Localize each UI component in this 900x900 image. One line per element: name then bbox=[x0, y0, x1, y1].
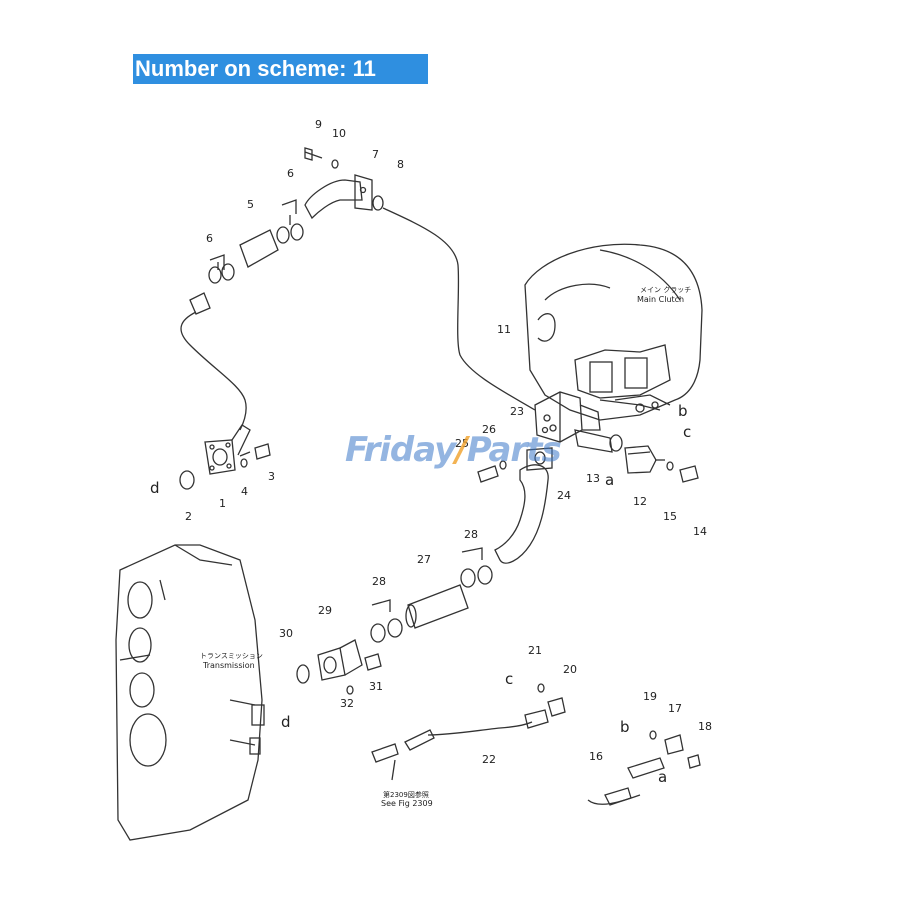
transmission-label-en: Transmission bbox=[202, 661, 255, 670]
part-label-17: 17 bbox=[668, 702, 682, 715]
part-label-14: 14 bbox=[693, 525, 707, 538]
part-label-3: 3 bbox=[268, 470, 275, 483]
see-fig-label-en: See Fig 2309 bbox=[381, 799, 433, 808]
part-label-25: 25 bbox=[455, 437, 469, 450]
conn-c-lower: c bbox=[505, 670, 513, 688]
watermark-right: Parts bbox=[466, 430, 562, 470]
conn-d-lower: d bbox=[281, 713, 291, 731]
part-label-12: 12 bbox=[633, 495, 647, 508]
watermark-left: Friday bbox=[345, 430, 456, 470]
part-label-16: 16 bbox=[589, 750, 603, 763]
part-label-31: 31 bbox=[369, 680, 383, 693]
part-label-22: 22 bbox=[482, 753, 496, 766]
part-label-27: 27 bbox=[417, 553, 431, 566]
part-label-15: 15 bbox=[663, 510, 677, 523]
scheme-number-banner: Number on scheme: 11 bbox=[133, 54, 428, 84]
watermark-slash: / bbox=[455, 430, 467, 470]
part-label-10: 10 bbox=[332, 127, 346, 140]
part-label-26: 26 bbox=[482, 423, 496, 436]
part-label-8: 8 bbox=[397, 158, 404, 171]
part-label-2: 2 bbox=[185, 510, 192, 523]
part-number-labels: 1 2 3 4 5 6 6 7 8 9 10 11 12 13 14 15 16… bbox=[185, 118, 712, 766]
connection-labels: d d a a b b c c bbox=[150, 402, 691, 786]
part-label-9: 9 bbox=[315, 118, 322, 131]
part-label-23: 23 bbox=[510, 405, 524, 418]
conn-a-upper: a bbox=[605, 471, 614, 489]
part-label-32: 32 bbox=[340, 697, 354, 710]
conn-b-lower: b bbox=[620, 718, 630, 736]
part-label-11: 11 bbox=[497, 323, 511, 336]
part-label-1: 1 bbox=[219, 497, 226, 510]
part-label-7: 7 bbox=[372, 148, 379, 161]
conn-b-upper: b bbox=[678, 402, 688, 420]
part-label-6a: 6 bbox=[287, 167, 294, 180]
part-label-4: 4 bbox=[241, 485, 248, 498]
part-label-20: 20 bbox=[563, 663, 577, 676]
conn-a-lower: a bbox=[658, 768, 667, 786]
main-clutch-housing bbox=[524, 243, 703, 421]
part-label-21: 21 bbox=[528, 644, 542, 657]
pump-assembly bbox=[534, 391, 613, 453]
part-label-28b: 28 bbox=[372, 575, 386, 588]
part-label-24: 24 bbox=[557, 489, 571, 502]
part-label-18: 18 bbox=[698, 720, 712, 733]
part-label-6b: 6 bbox=[206, 232, 213, 245]
part-label-28a: 28 bbox=[464, 528, 478, 541]
main-clutch-label-jp: メイン クラッチ bbox=[640, 286, 691, 294]
transmission-case bbox=[115, 544, 265, 841]
main-clutch-label-en: Main Clutch bbox=[637, 295, 684, 304]
conn-d-upper: d bbox=[150, 479, 160, 497]
part-label-29: 29 bbox=[318, 604, 332, 617]
see-fig-label-jp: 第2309図参照 bbox=[383, 790, 429, 799]
part-label-5: 5 bbox=[247, 198, 254, 211]
conn-c-upper: c bbox=[683, 423, 691, 441]
part-label-19: 19 bbox=[643, 690, 657, 703]
transmission-label-jp: トランスミッション bbox=[200, 652, 263, 660]
watermark-logo: Friday/Parts bbox=[345, 430, 562, 470]
part-label-13: 13 bbox=[586, 472, 600, 485]
part-label-30: 30 bbox=[279, 627, 293, 640]
